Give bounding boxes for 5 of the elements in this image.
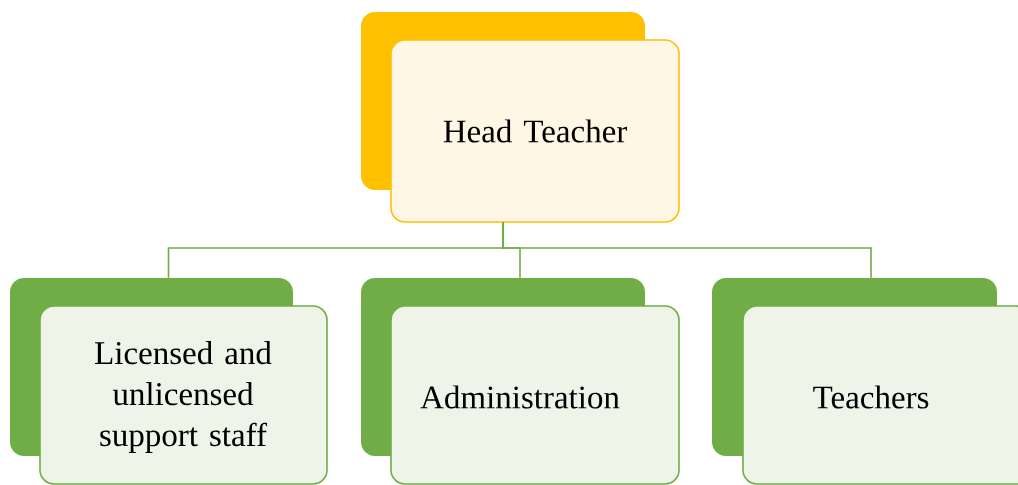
connector-line bbox=[502, 221, 872, 279]
org-box: Administration bbox=[361, 278, 680, 485]
org-box: Licensed and unlicensed support staff bbox=[10, 278, 328, 485]
org-box: Teachers bbox=[712, 278, 1018, 485]
org-box: Head Teacher bbox=[361, 12, 680, 223]
